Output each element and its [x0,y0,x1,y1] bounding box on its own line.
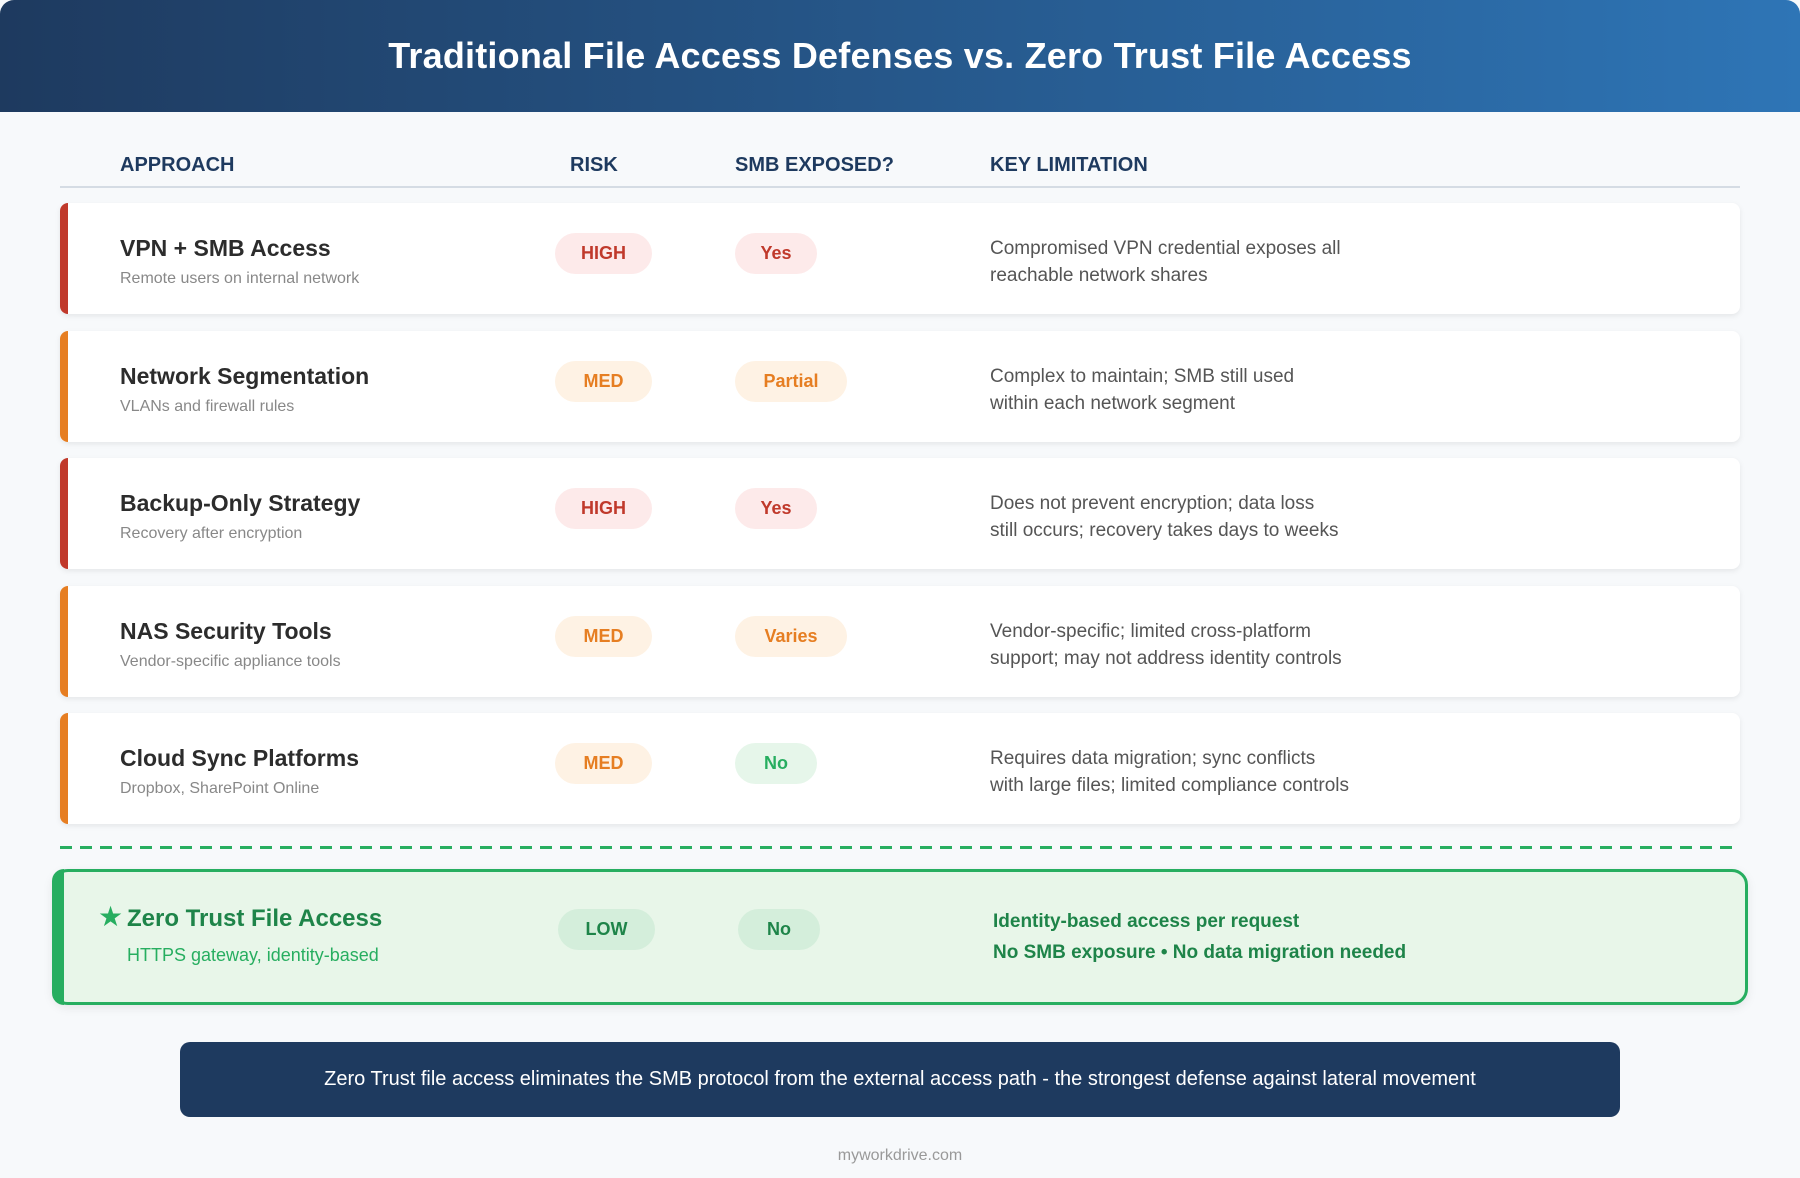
footer-source: myworkdrive.com [837,1147,963,1164]
key-limitation: Vendor-specific; limited cross-platform … [990,618,1410,672]
key-limitation-line: No SMB exposure • No data migration need… [993,942,1407,963]
column-header-smb-exposed: SMB EXPOSED? [735,154,894,176]
key-limitation-line: reachable network shares [990,265,1208,286]
approach-subtitle: VLANs and firewall rules [120,398,295,415]
column-header-approach: APPROACH [120,154,235,176]
risk-badge: LOW [558,909,655,950]
approach-title: Network Segmentation [120,363,370,389]
approach-row-backup-only: Backup-Only Strategy Recovery after encr… [60,458,1740,569]
approach-row-zero-trust: ★ Zero Trust File Access HTTPS gateway, … [52,869,1748,1005]
header: Traditional File Access Defenses vs. Zer… [0,0,1800,112]
summary-banner-text: Zero Trust file access eliminates the SM… [324,1068,1476,1090]
approach-title: Backup-Only Strategy [120,490,361,516]
approach-subtitle: Vendor-specific appliance tools [120,653,341,670]
approach-title: VPN + SMB Access [120,235,331,261]
key-limitation-line: support; may not address identity contro… [990,648,1342,669]
star-icon: ★ [98,901,124,932]
key-limitation: Does not prevent encryption; data loss s… [990,490,1410,544]
key-limitation-line: Compromised VPN credential exposes all [990,238,1341,259]
key-limitation: Identity-based access per request No SMB… [993,906,1406,968]
risk-indicator-bar [60,331,68,442]
approach-title: Cloud Sync Platforms [120,745,359,771]
smb-exposed-badge: No [738,909,820,950]
smb-exposed-badge: Yes [735,488,817,529]
key-limitation-line: with large files; limited compliance con… [990,775,1350,796]
risk-badge: MED [555,361,652,402]
approach-title: Zero Trust File Access [127,905,383,932]
approach-row-network-segmentation: Network Segmentation VLANs and firewall … [60,331,1740,442]
key-limitation: Complex to maintain; SMB still used with… [990,363,1410,417]
approach-subtitle: Dropbox, SharePoint Online [120,780,320,797]
key-limitation-line: still occurs; recovery takes days to wee… [990,520,1339,541]
risk-indicator-bar [60,713,68,824]
key-limitation-line: Identity-based access per request [993,911,1300,932]
column-header-risk: RISK [570,154,618,176]
section-separator-dashed [60,846,1740,849]
key-limitation: Requires data migration; sync conflicts … [990,745,1410,799]
header-divider [60,186,1740,188]
approach-row-nas-security: NAS Security Tools Vendor-specific appli… [60,586,1740,697]
risk-badge: HIGH [555,233,652,274]
risk-indicator-bar [60,586,68,697]
summary-banner: Zero Trust file access eliminates the SM… [180,1042,1620,1117]
smb-exposed-badge: Partial [735,361,847,402]
risk-badge: MED [555,743,652,784]
smb-exposed-badge: Varies [735,616,847,657]
risk-badge: MED [555,616,652,657]
key-limitation-line: Does not prevent encryption; data loss [990,493,1315,514]
risk-indicator-bar [52,869,64,1005]
key-limitation-line: Requires data migration; sync conflicts [990,748,1316,769]
key-limitation-line: Vendor-specific; limited cross-platform [990,621,1311,642]
approach-subtitle: Remote users on internal network [120,270,360,287]
smb-exposed-badge: Yes [735,233,817,274]
key-limitation-line: Complex to maintain; SMB still used [990,366,1295,387]
approach-row-cloud-sync: Cloud Sync Platforms Dropbox, SharePoint… [60,713,1740,824]
column-header-key-limitation: KEY LIMITATION [990,154,1148,176]
risk-indicator-bar [60,203,68,314]
key-limitation: Compromised VPN credential exposes all r… [990,235,1410,289]
risk-indicator-bar [60,458,68,569]
approach-row-vpn-smb: VPN + SMB Access Remote users on interna… [60,203,1740,314]
risk-badge: HIGH [555,488,652,529]
smb-exposed-badge: No [735,743,817,784]
page-title: Traditional File Access Defenses vs. Zer… [388,35,1412,76]
approach-title: NAS Security Tools [120,618,332,644]
key-limitation-line: within each network segment [990,393,1236,414]
approach-subtitle: Recovery after encryption [120,525,303,542]
approach-subtitle: HTTPS gateway, identity-based [127,945,379,965]
